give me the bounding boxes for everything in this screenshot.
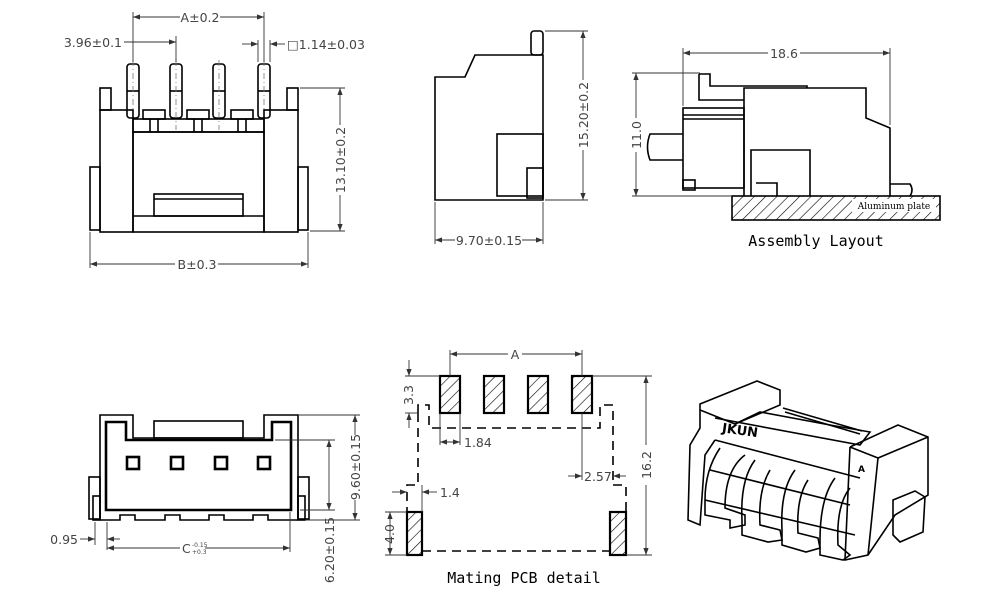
dim-side-height: 15.20±0.2 [576,82,591,148]
dim-assembly-height: 11.0 [629,121,644,149]
dim-960: 9.60±0.15 [348,434,363,500]
pcb-dim-184: 1.84 [464,435,492,450]
pin-a-mark: A [858,465,865,475]
pcb-dim-257: 2.57 [584,469,612,484]
jkun-logo: JKUN [720,421,759,441]
assembly-caption: Assembly Layout [748,232,883,250]
dim-c-tol-bottom: +0.3 [192,549,207,556]
bottom-view: 0.95 C -0.15 +0.3 9.60±0.15 6.20±0.15 [50,414,363,583]
dim-095: 0.95 [50,532,78,547]
dim-side-depth: 9.70±0.15 [456,233,522,248]
pcb-detail: A 3.3 1.84 2.57 1.4 4.0 16.2 Mating PCB … [382,347,654,587]
dim-c: C [182,541,191,556]
assembly-layout: Aluminum plate 18.6 11.0 Assembly Layout [629,46,941,250]
plate-label: Aluminum plate [857,202,931,212]
front-view: A±0.2 3.96±0.1 □1.14±0.03 13.10±0.2 B±0.… [64,10,365,272]
isometric-view: JKUN A [687,380,929,562]
pcb-dim-a: A [511,347,520,362]
dim-b: B±0.3 [178,257,217,272]
pcb-signal-pads [438,374,594,415]
side-view: 15.20±0.2 9.70±0.15 [434,30,591,248]
dim-620: 6.20±0.15 [322,517,337,583]
pcb-dim-33: 3.3 [401,385,416,405]
pcb-caption: Mating PCB detail [447,569,601,587]
dim-pitch: 3.96±0.1 [64,35,122,50]
dim-a: A±0.2 [181,10,220,25]
dim-height: 13.10±0.2 [333,127,348,193]
pcb-mount-pads [405,510,628,557]
pcb-dim-14: 1.4 [440,485,460,500]
pcb-dim-40: 4.0 [382,524,397,544]
dim-pin-size: □1.14±0.03 [287,37,365,52]
dim-assembly-length: 18.6 [770,46,798,61]
pcb-dim-162: 16.2 [639,451,654,479]
dim-c-tol-top: -0.15 [192,542,208,549]
